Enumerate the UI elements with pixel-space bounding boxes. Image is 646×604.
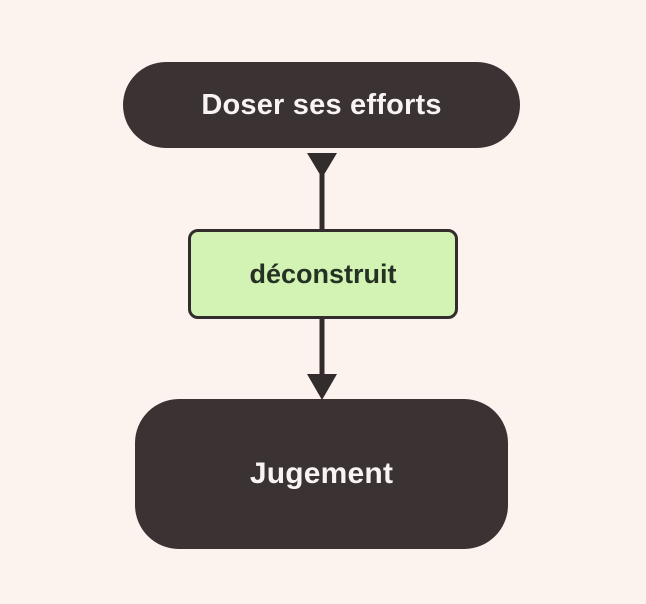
node-jugement: Jugement [135,399,508,549]
arrowhead-down-icon [307,374,337,400]
node-label: Jugement [249,457,394,490]
node-label: déconstruit [249,258,397,289]
arrow-doser-to-deconstruit [307,153,337,231]
node-label: Doser ses efforts [201,88,442,121]
node-deconstruit: déconstruit [188,229,458,319]
arrowhead-down-icon [307,153,337,178]
arrow-deconstruit-to-jugement [307,317,337,400]
node-doser-ses-efforts: Doser ses efforts [123,62,520,148]
